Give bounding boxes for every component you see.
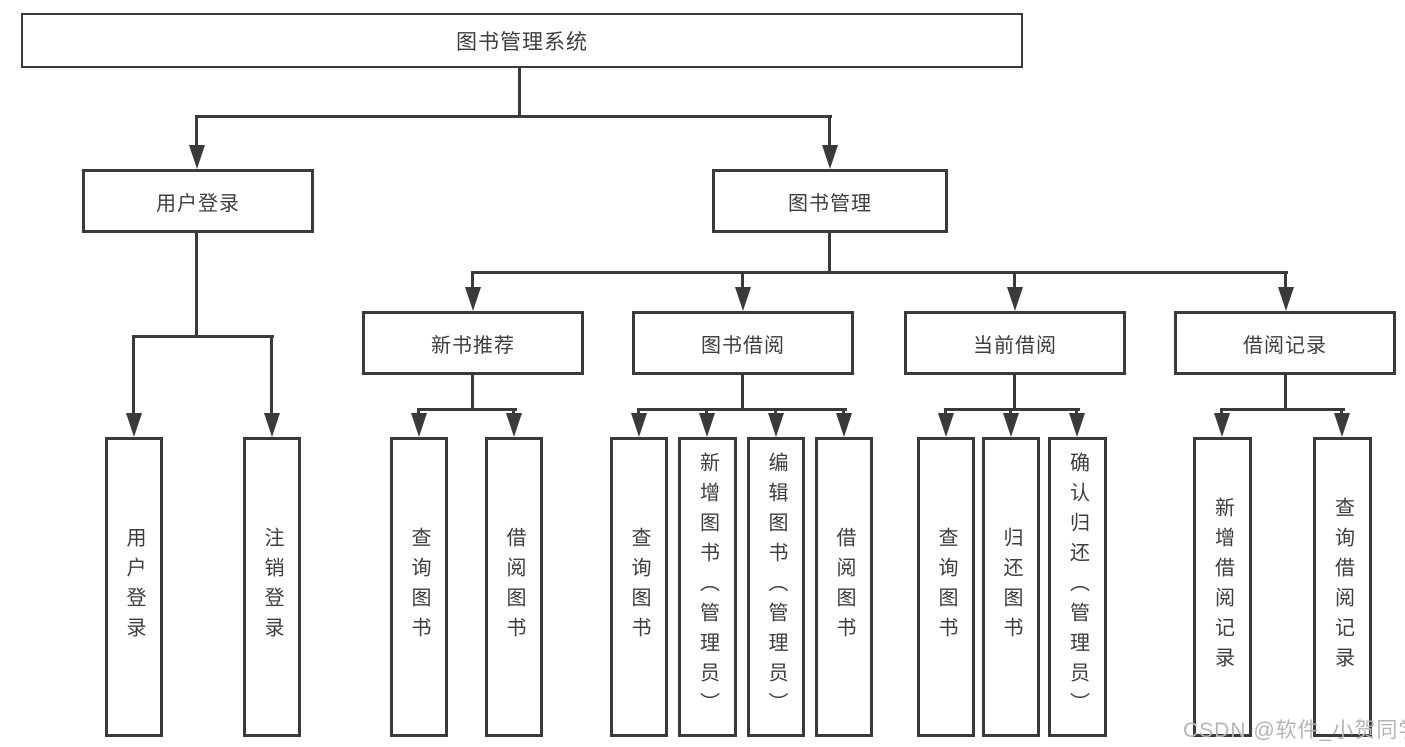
connector-line: [1009, 408, 1012, 416]
connector-line: [842, 408, 845, 416]
connector-line: [132, 335, 135, 415]
csdn-watermark: CSDN @软件_小贺同学: [1183, 719, 1405, 742]
leaf-label: 借阅图书: [503, 527, 525, 647]
connector-line: [471, 375, 474, 411]
node-book-borrowing: 图书借阅: [632, 311, 854, 375]
arrowhead-down: [822, 145, 838, 169]
arrowhead-down: [631, 413, 647, 437]
connector-line: [518, 68, 521, 118]
connector-line: [637, 408, 640, 416]
connector-line: [1340, 408, 1343, 416]
arrowhead-down: [699, 413, 715, 437]
leaf-label: 查询图书: [408, 527, 430, 647]
leaf-label: 查询图书: [628, 527, 650, 647]
node-new-book-recommendation: 新书推荐: [362, 311, 584, 375]
connector-line: [741, 271, 744, 289]
leaf-label: 注销登录: [261, 527, 283, 647]
connector-line: [195, 115, 198, 147]
leaf-query-books-recommend: 查询图书: [390, 437, 448, 737]
connector-line: [944, 408, 947, 416]
leaf-add-borrow-record: 新增借阅记录: [1193, 437, 1252, 737]
leaf-label: 查询图书: [935, 527, 957, 647]
connector-line: [417, 408, 420, 416]
arrowhead-down: [126, 413, 142, 437]
arrowhead-down: [768, 413, 784, 437]
leaf-query-borrow-record: 查询借阅记录: [1313, 437, 1372, 737]
arrowhead-down: [1007, 287, 1023, 311]
leaf-query-books-current: 查询图书: [917, 437, 975, 737]
connector-line: [417, 408, 517, 411]
connector-line: [1013, 375, 1016, 411]
connector-line: [1284, 375, 1287, 411]
leaf-label: 借阅图书: [833, 527, 855, 647]
arrowhead-down: [411, 413, 427, 437]
connector-line: [195, 233, 198, 338]
leaf-label: 查询借阅记录: [1331, 497, 1354, 677]
leaf-return-books: 归还图书: [982, 437, 1040, 737]
connector-line: [828, 115, 831, 147]
leaf-borrow-books: 借阅图书: [815, 437, 873, 737]
arrowhead-down: [506, 413, 522, 437]
leaf-label: 确认归还（管理员）: [1066, 452, 1089, 722]
connector-line: [828, 233, 831, 274]
arrowhead-down: [836, 413, 852, 437]
arrowhead-down: [938, 413, 954, 437]
leaf-borrow-books-recommend: 借阅图书: [485, 437, 543, 737]
leaf-confirm-return-admin: 确认归还（管理员）: [1048, 437, 1107, 737]
connector-line: [512, 408, 515, 416]
leaf-label: 编辑图书（管理员）: [765, 452, 787, 722]
arrowhead-down: [1278, 287, 1294, 311]
leaf-label: 用户登录: [123, 527, 145, 647]
connector-line: [1220, 408, 1345, 411]
leaf-user-login: 用户登录: [105, 437, 163, 737]
arrowhead-down: [465, 287, 481, 311]
node-borrowing-records: 借阅记录: [1174, 311, 1396, 375]
connector-line: [1075, 408, 1078, 416]
leaf-label: 新增借阅记录: [1211, 497, 1234, 677]
leaf-add-books-admin: 新增图书（管理员）: [678, 437, 737, 737]
node-book-management: 图书管理: [712, 169, 948, 233]
connector-line: [1220, 408, 1223, 416]
connector-line: [774, 408, 777, 416]
connector-line: [1284, 271, 1287, 289]
leaf-query-books-borrow: 查询图书: [610, 437, 668, 737]
leaf-edit-books-admin: 编辑图书（管理员）: [747, 437, 805, 737]
arrowhead-down: [1214, 413, 1230, 437]
connector-line: [1013, 271, 1016, 289]
connector-line: [195, 115, 832, 118]
connector-line: [132, 335, 274, 338]
leaf-label: 归还图书: [1000, 527, 1022, 647]
connector-line: [637, 408, 847, 411]
node-current-borrowing: 当前借阅: [904, 311, 1126, 375]
arrowhead-down: [735, 287, 751, 311]
connector-line: [471, 271, 474, 289]
connector-line: [471, 271, 1288, 274]
leaf-label: 新增图书（管理员）: [696, 452, 719, 722]
arrowhead-down: [264, 413, 280, 437]
arrowhead-down: [1003, 413, 1019, 437]
arrowhead-down: [1069, 413, 1085, 437]
connector-line: [270, 335, 273, 415]
node-library-management-system: 图书管理系统: [21, 13, 1023, 68]
arrowhead-down: [189, 145, 205, 169]
connector-line: [705, 408, 708, 416]
connector-line: [741, 375, 744, 411]
arrowhead-down: [1334, 413, 1350, 437]
node-user-login: 用户登录: [82, 169, 314, 233]
leaf-logout-login: 注销登录: [243, 437, 301, 737]
connector-line: [944, 408, 1080, 411]
